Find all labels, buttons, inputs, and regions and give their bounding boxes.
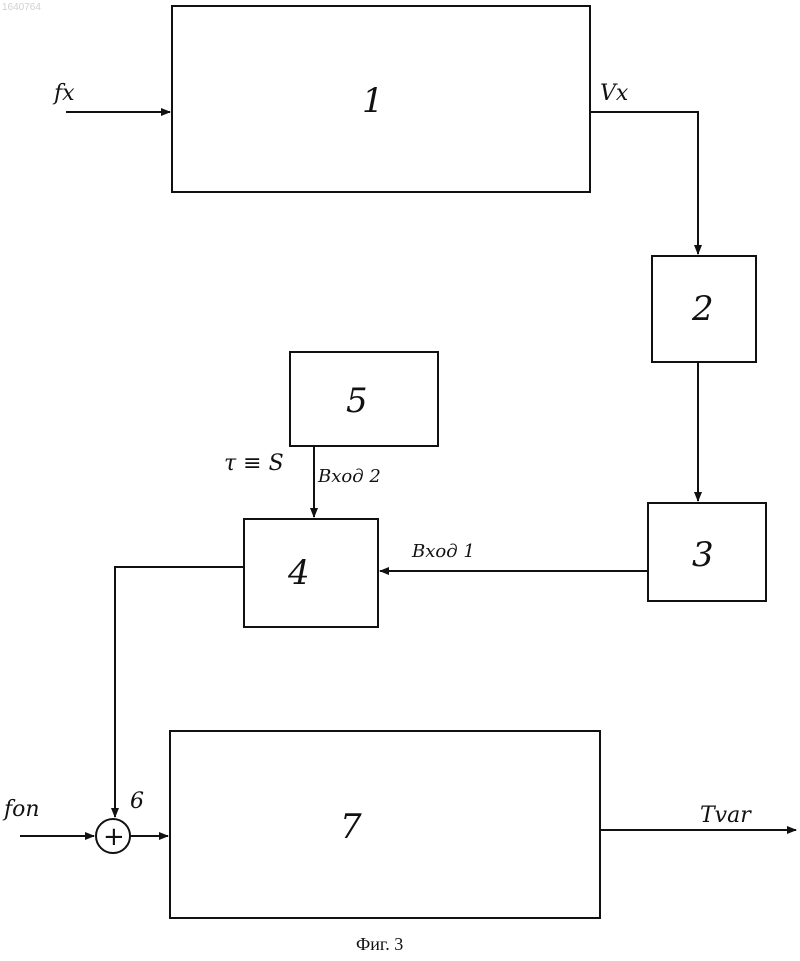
figure-caption: Фиг. 3 — [356, 934, 403, 954]
arrow-block-4-to-adder — [115, 567, 244, 817]
input-1-label: Вход 1 — [411, 541, 475, 562]
signal-fx-label: fx — [52, 81, 75, 106]
block-3-label: 3 — [692, 535, 714, 575]
signal-fon-label: fоп — [2, 797, 40, 822]
block-7-label: 7 — [340, 807, 362, 847]
block-4-label: 4 — [287, 553, 310, 593]
block-4 — [244, 519, 378, 627]
signal-vx-label: Vx — [600, 81, 629, 106]
arrow-block-1-to-block-2 — [590, 112, 698, 254]
block-5-label: 5 — [346, 381, 368, 421]
adder-plus-symbol: + — [103, 822, 125, 852]
block-1-label: 1 — [362, 81, 384, 121]
signal-tvar-label: Tvar — [700, 803, 752, 828]
block-7 — [170, 731, 600, 918]
signal-tau-label: τ ≡ S — [224, 451, 284, 476]
block-2-label: 2 — [691, 289, 714, 329]
adder-label: 6 — [130, 789, 144, 814]
input-2-label: Вход 2 — [317, 466, 381, 487]
corner-mark: 1640764 — [2, 2, 41, 13]
